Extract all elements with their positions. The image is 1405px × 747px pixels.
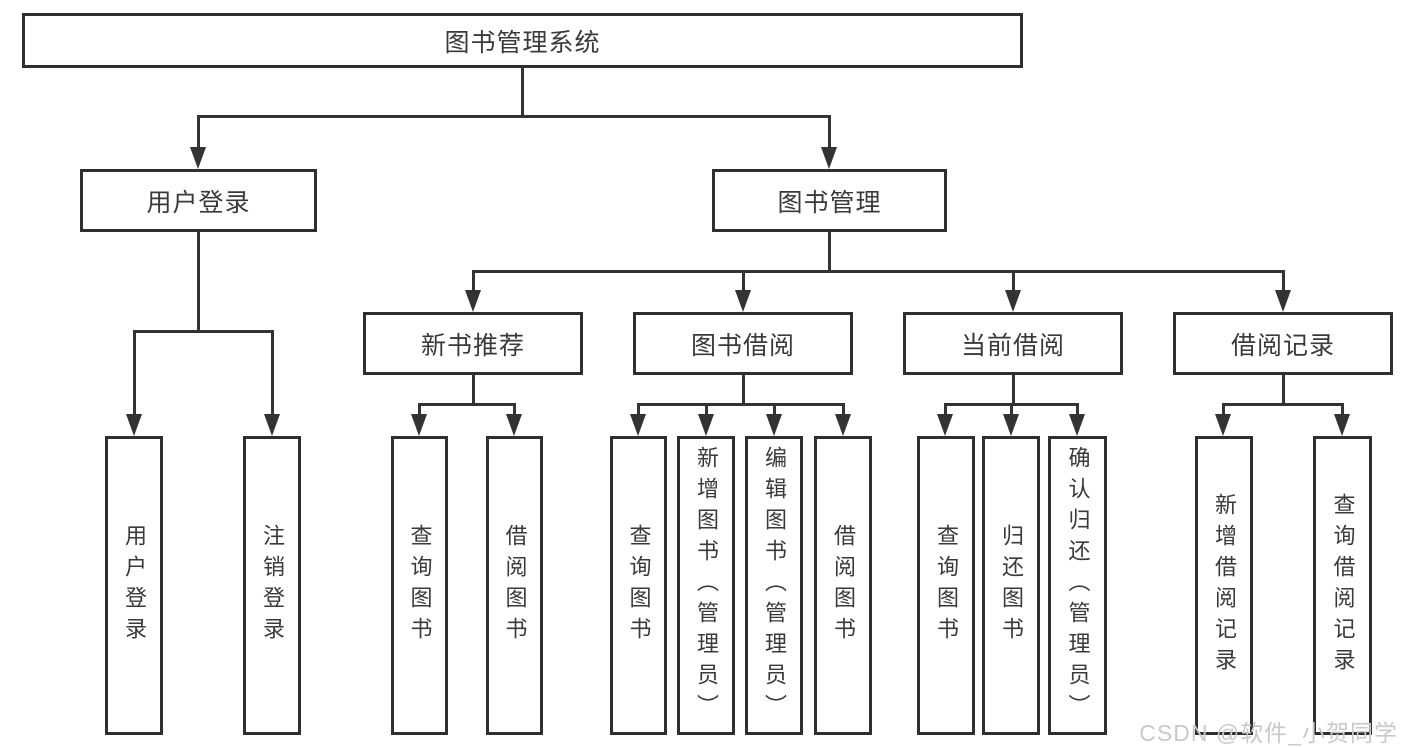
leaf-label: 查询借阅记录 bbox=[1330, 492, 1356, 679]
arrowhead bbox=[937, 414, 953, 436]
node-label: 当前借阅 bbox=[960, 331, 1065, 360]
node-root: 图书管理系统 bbox=[22, 13, 1023, 68]
leaf-bookborrow-borrow: 借阅图书 bbox=[814, 436, 872, 735]
connector-user-group-hbar bbox=[133, 330, 274, 333]
node-label: 新书推荐 bbox=[420, 331, 525, 360]
watermark: CSDN @软件_小贺同学 bbox=[1139, 720, 1398, 746]
leaf-label: 注销登录 bbox=[260, 523, 285, 648]
connector-level3-drop bbox=[1282, 270, 1285, 291]
connector-newbook-hbar bbox=[418, 403, 516, 406]
arrowhead bbox=[835, 414, 851, 436]
arrowhead bbox=[630, 414, 646, 436]
arrowhead bbox=[735, 290, 751, 312]
leaf-label: 借阅图书 bbox=[831, 523, 856, 648]
leaf-label: 新增借阅记录 bbox=[1212, 492, 1237, 679]
connector-user-login-drop bbox=[197, 115, 200, 151]
leaf-label: 编辑图书（管理员） bbox=[762, 446, 787, 725]
arrowhead bbox=[126, 414, 142, 436]
leaf-label: 借阅图书 bbox=[502, 523, 528, 648]
arrowhead bbox=[1334, 414, 1350, 436]
node-label: 图书借阅 bbox=[690, 331, 795, 360]
connector-bookborrow-hbar bbox=[637, 403, 845, 406]
leaf-bookborrow-add-admin: 新增图书（管理员） bbox=[677, 436, 735, 735]
arrowhead bbox=[698, 414, 714, 436]
arrowhead bbox=[506, 414, 522, 436]
leaf-label: 确认归还（管理员） bbox=[1065, 446, 1091, 725]
arrowhead bbox=[766, 414, 782, 436]
connector-level3-drop bbox=[742, 270, 745, 291]
connector-level1-hbar bbox=[197, 115, 831, 118]
leaf-label: 查询图书 bbox=[407, 523, 433, 648]
connector-leaf-drop bbox=[705, 403, 708, 418]
leaf-bookborrow-query: 查询图书 bbox=[610, 436, 667, 735]
arrowhead bbox=[264, 414, 280, 436]
connector-leaf-drop bbox=[773, 403, 776, 418]
node-label: 借阅记录 bbox=[1230, 331, 1335, 360]
connector-leaf-drop bbox=[1076, 403, 1079, 418]
connector-level3-hbar bbox=[472, 270, 1285, 273]
node-new-book-recommend: 新书推荐 bbox=[363, 312, 583, 375]
connector-level3-drop bbox=[1012, 270, 1015, 291]
arrowhead bbox=[465, 290, 481, 312]
leaf-label: 用户登录 bbox=[122, 523, 147, 648]
connector-bookborrow-stem bbox=[742, 375, 745, 406]
connector-user-group-stem bbox=[197, 232, 200, 333]
connector-leaf-drop bbox=[271, 330, 274, 416]
leaf-bookborrow-edit-admin: 编辑图书（管理员） bbox=[745, 436, 803, 735]
connector-leaf-drop bbox=[1341, 403, 1344, 418]
arrowhead bbox=[1069, 414, 1085, 436]
connector-records-hbar bbox=[1222, 403, 1344, 406]
arrowhead bbox=[1003, 414, 1019, 436]
leaf-records-add: 新增借阅记录 bbox=[1195, 436, 1253, 735]
connector-currentborrow-stem bbox=[1012, 375, 1015, 406]
node-label: 图书管理 bbox=[777, 188, 882, 217]
leaf-label: 归还图书 bbox=[999, 523, 1024, 648]
leaf-label: 查询图书 bbox=[934, 523, 959, 648]
connector-leaf-drop bbox=[1222, 403, 1225, 418]
leaf-user-login: 用户登录 bbox=[105, 436, 163, 735]
connector-leaf-drop bbox=[1010, 403, 1013, 418]
connector-level3-drop bbox=[472, 270, 475, 291]
node-current-borrow: 当前借阅 bbox=[903, 312, 1123, 375]
connector-leaf-drop bbox=[133, 330, 136, 416]
leaf-logout: 注销登录 bbox=[243, 436, 301, 735]
arrowhead bbox=[1005, 290, 1021, 312]
node-borrow-records: 借阅记录 bbox=[1173, 312, 1393, 375]
arrowhead bbox=[1275, 290, 1291, 312]
connector-leaf-drop bbox=[637, 403, 640, 418]
connector-leaf-drop bbox=[842, 403, 845, 418]
connector-book-mgmt-drop bbox=[828, 115, 831, 151]
leaf-newbook-query: 查询图书 bbox=[391, 436, 448, 735]
connector-leaf-drop bbox=[944, 403, 947, 418]
node-user-login: 用户登录 bbox=[80, 169, 317, 232]
arrowhead bbox=[411, 414, 427, 436]
leaf-current-return: 归还图书 bbox=[982, 436, 1040, 735]
node-root-label: 图书管理系统 bbox=[444, 28, 601, 57]
leaf-current-query: 查询图书 bbox=[917, 436, 975, 735]
connector-leaf-drop bbox=[513, 403, 516, 418]
arrowhead bbox=[190, 147, 206, 169]
connector-newbook-stem bbox=[472, 375, 475, 406]
leaf-current-confirm-admin: 确认归还（管理员） bbox=[1048, 436, 1107, 735]
leaf-records-query: 查询借阅记录 bbox=[1313, 436, 1372, 735]
connector-root-stem bbox=[521, 68, 524, 118]
node-book-management: 图书管理 bbox=[712, 169, 947, 232]
arrowhead bbox=[821, 147, 837, 169]
node-label: 用户登录 bbox=[146, 188, 251, 217]
node-book-borrow: 图书借阅 bbox=[633, 312, 853, 375]
leaf-newbook-borrow: 借阅图书 bbox=[486, 436, 543, 735]
leaf-label: 查询图书 bbox=[626, 523, 652, 648]
leaf-label: 新增图书（管理员） bbox=[694, 446, 719, 725]
connector-records-stem bbox=[1282, 375, 1285, 406]
arrowhead bbox=[1215, 414, 1231, 436]
connector-book-mgmt-stem bbox=[828, 232, 831, 273]
connector-leaf-drop bbox=[418, 403, 421, 418]
